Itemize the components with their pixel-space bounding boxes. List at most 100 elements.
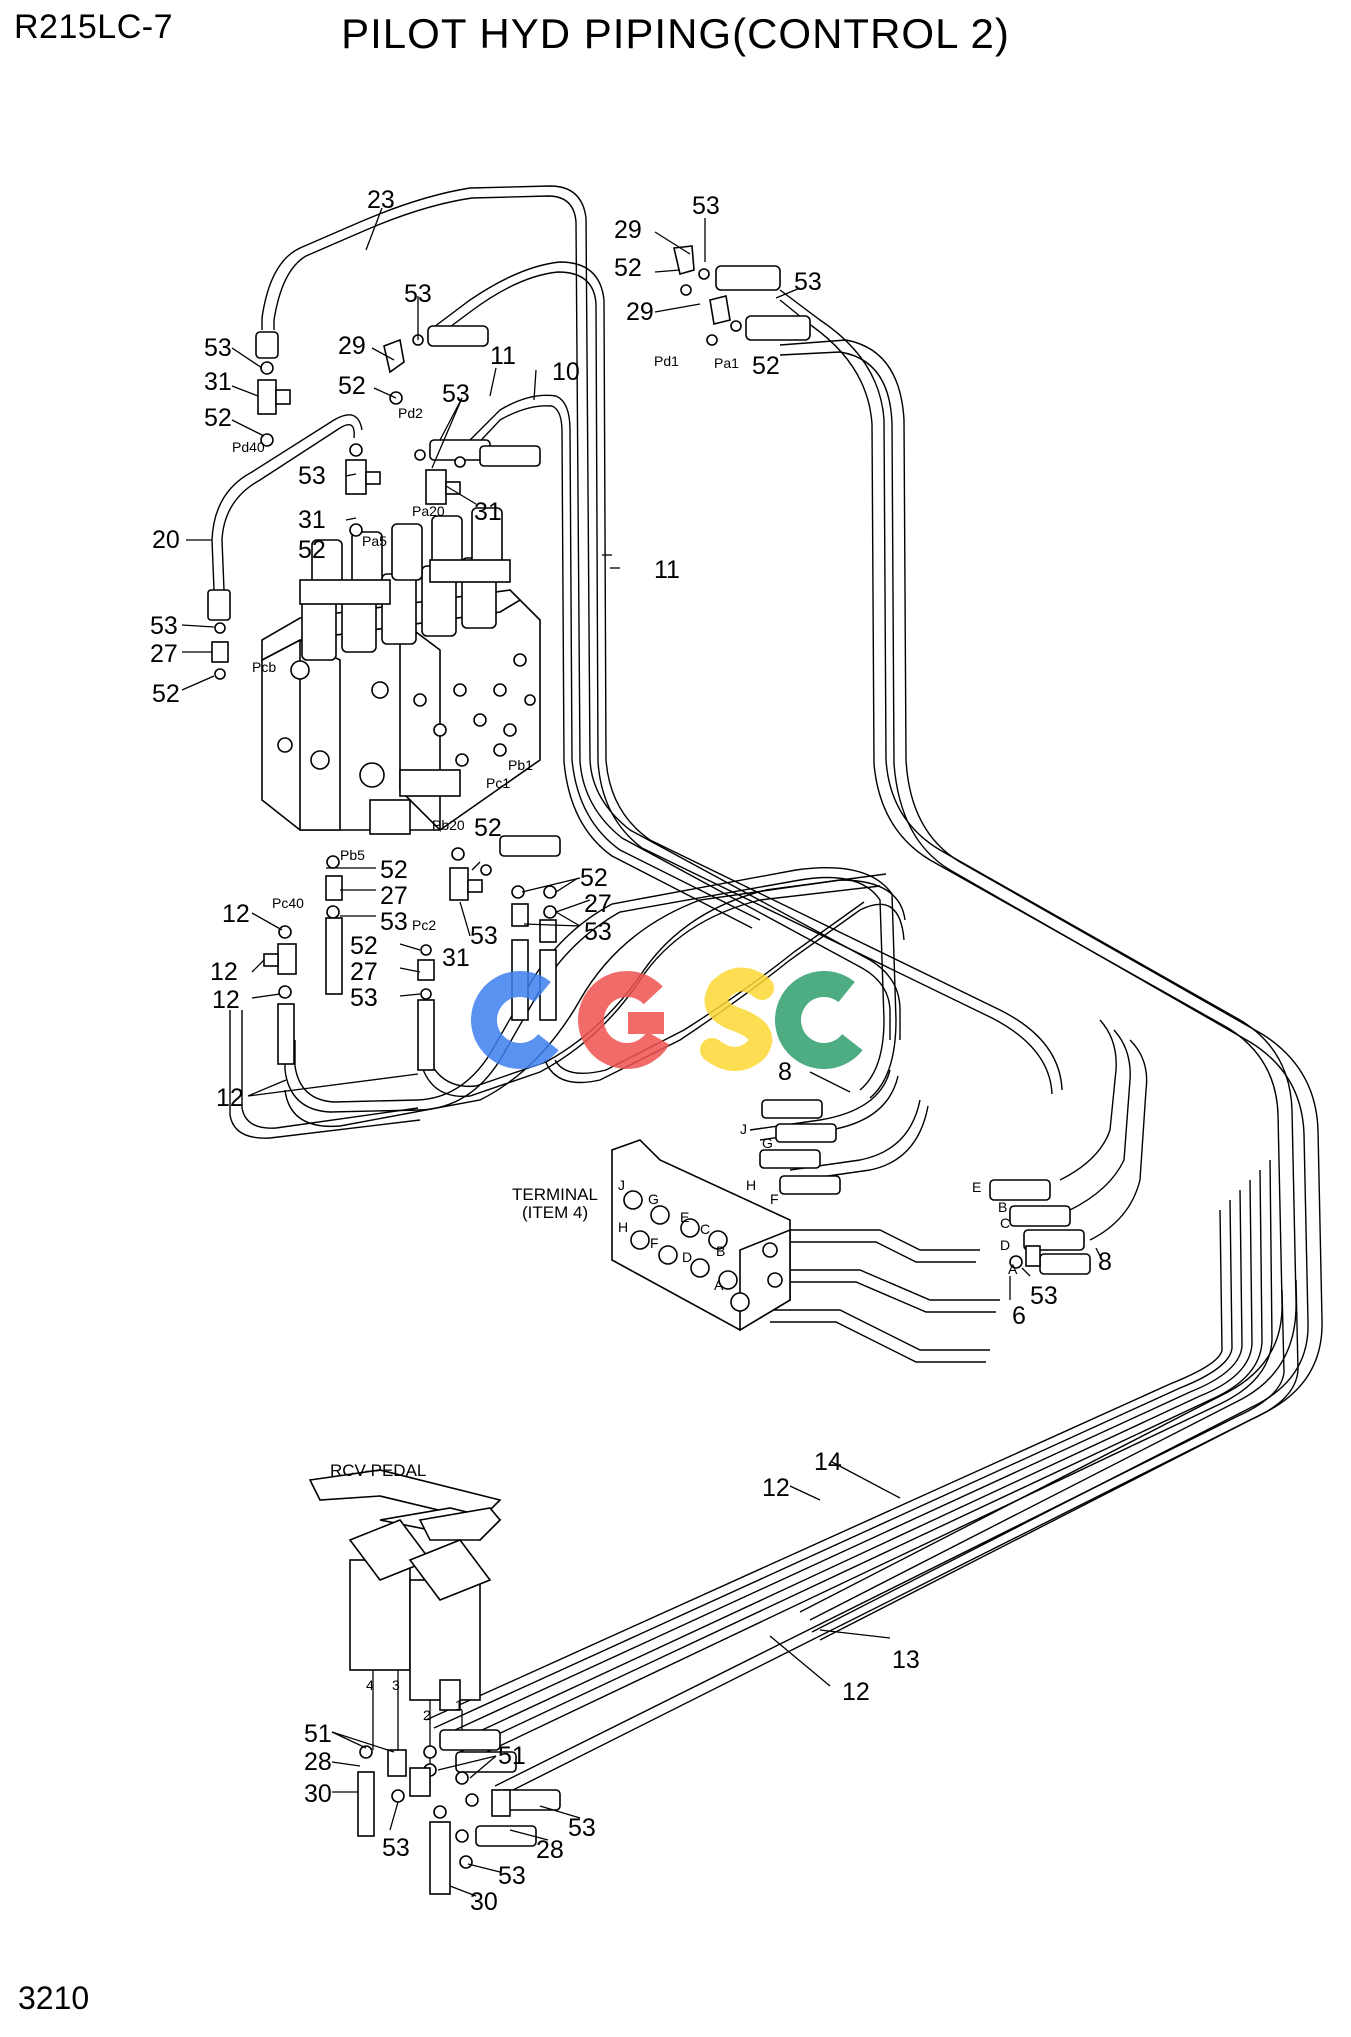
terminal-port-b: B xyxy=(998,1199,1007,1215)
callout-52-pb20: 52 xyxy=(474,814,502,842)
callout-53-top: 53 xyxy=(692,192,720,220)
callout-53-pedal-bottom: 53 xyxy=(498,1862,526,1890)
callout-53-center: 53 xyxy=(404,280,432,308)
terminal-face-f: F xyxy=(650,1235,659,1251)
pedal-port-labels: 1 2 3 4 xyxy=(366,1677,463,1723)
port-label-pb1: Pb1 xyxy=(508,757,533,773)
part-callouts: 23 29 53 52 29 53 53 52 53 31 29 52 11 1… xyxy=(150,186,1112,1916)
pedal-port-1: 1 xyxy=(455,1697,463,1713)
callout-52-pc1: 52 xyxy=(580,864,608,892)
callout-53-valve-left: 53 xyxy=(150,612,178,640)
callout-27-pc2: 27 xyxy=(350,958,378,986)
terminal-block xyxy=(611,1139,791,1332)
callout-11-side: 11 xyxy=(654,556,680,584)
terminal-item-label: (ITEM 4) xyxy=(522,1203,588,1222)
callout-20: 20 xyxy=(152,526,180,554)
terminal-port-labels: J G H E F D B A C J G H E F D B A C xyxy=(618,1121,1018,1293)
port-label-pd2: Pd2 xyxy=(398,405,423,421)
port-label-pd1: Pd1 xyxy=(654,353,679,369)
callout-53-pc1: 53 xyxy=(584,918,612,946)
callout-29-second: 29 xyxy=(626,298,654,326)
callout-51-left: 51 xyxy=(304,1720,332,1748)
callout-30-left: 30 xyxy=(304,1780,332,1808)
callout-27-valve-left: 27 xyxy=(150,640,178,668)
terminal-port-h: H xyxy=(746,1177,756,1193)
callout-14: 14 xyxy=(814,1448,842,1476)
port-label-pd40: Pd40 xyxy=(232,439,265,455)
port-label-pc1: Pc1 xyxy=(486,775,510,791)
callout-29-top: 29 xyxy=(614,216,642,244)
terminal-face-g: G xyxy=(648,1191,659,1207)
leader-lines xyxy=(181,207,1101,1897)
callout-23: 23 xyxy=(367,186,395,214)
callout-12-pc40: 12 xyxy=(222,900,250,928)
watermark-letter-s xyxy=(700,967,774,1071)
terminal-face-j: J xyxy=(618,1177,625,1193)
callout-31-pb20: 31 xyxy=(442,944,470,972)
pedal-port-4: 4 xyxy=(366,1677,374,1693)
port-label-pcb: Pcb xyxy=(252,659,276,675)
callout-52-left-mid: 52 xyxy=(338,372,366,400)
callout-12-long-upper: 12 xyxy=(762,1474,790,1502)
terminal-port-g: G xyxy=(762,1135,773,1151)
callout-53-mid: 53 xyxy=(298,462,326,490)
callout-12-lower: 12 xyxy=(212,986,240,1014)
port-label-pc40: Pc40 xyxy=(272,895,304,911)
watermark-letter-c2 xyxy=(775,971,873,1069)
callout-12-loop: 12 xyxy=(216,1084,244,1112)
terminal-label: TERMINAL xyxy=(512,1185,598,1204)
callout-52-right: 52 xyxy=(752,352,780,380)
callout-13: 13 xyxy=(892,1646,920,1674)
callout-29-left: 29 xyxy=(338,332,366,360)
terminal-port-j: J xyxy=(740,1121,747,1137)
callout-31-mid: 31 xyxy=(298,506,326,534)
terminal-face-b: B xyxy=(716,1243,725,1259)
callout-28-left: 28 xyxy=(304,1748,332,1776)
hose-bundle-middle xyxy=(229,867,1148,1363)
callout-52-left: 52 xyxy=(204,404,232,432)
terminal-face-a: A xyxy=(714,1277,724,1293)
callout-6: 6 xyxy=(1012,1302,1026,1330)
assembly-labels: TERMINAL (ITEM 4) RCV-PEDAL xyxy=(330,1185,598,1480)
callout-27-pc1: 27 xyxy=(584,890,612,918)
port-label-pa5: Pa5 xyxy=(362,533,387,549)
callout-28-right: 28 xyxy=(536,1836,564,1864)
terminal-port-f: F xyxy=(770,1191,779,1207)
rcv-pedal xyxy=(308,1469,502,1790)
pedal-port-2: 2 xyxy=(423,1707,431,1723)
callout-53-center-2: 53 xyxy=(442,380,470,408)
terminal-port-d: D xyxy=(1000,1237,1010,1253)
terminal-face-d: D xyxy=(682,1249,692,1265)
callout-53-pedal-left: 53 xyxy=(382,1834,410,1862)
port-label-pc2: Pc2 xyxy=(412,917,436,933)
callout-31-left: 31 xyxy=(204,368,232,396)
callout-8-left: 8 xyxy=(778,1058,792,1086)
main-control-valve xyxy=(261,507,541,835)
spool-caps xyxy=(299,507,511,661)
hose-bundle-upper xyxy=(261,185,1323,1795)
port-labels: Pd1 Pa1 Pd2 Pd40 Pa20 Pa5 Pcb Pc1 Pb1 Pb… xyxy=(232,353,739,933)
callout-53-pb20: 53 xyxy=(470,922,498,950)
terminal-face-c: C xyxy=(700,1221,710,1237)
callout-53-right: 53 xyxy=(794,268,822,296)
valve-ports xyxy=(277,653,536,835)
terminal-face-e: E xyxy=(680,1209,689,1225)
port-label-pb20: Pb20 xyxy=(432,817,465,833)
callout-27-pb5: 27 xyxy=(380,882,408,910)
page-title: PILOT HYD PIPING(CONTROL 2) xyxy=(341,10,1010,57)
port-label-pa20: Pa20 xyxy=(412,503,445,519)
callout-11-top: 11 xyxy=(490,342,516,370)
terminal-port-e: E xyxy=(972,1179,981,1195)
callout-30-right: 30 xyxy=(470,1888,498,1916)
callout-51-right: 51 xyxy=(498,1742,526,1770)
callout-53-terminal: 53 xyxy=(1030,1282,1058,1310)
pedal-port-3: 3 xyxy=(392,1677,400,1693)
callout-12-tee: 12 xyxy=(210,958,238,986)
watermark xyxy=(471,967,873,1071)
port-label-pa1: Pa1 xyxy=(714,355,739,371)
model-number: R215LC-7 xyxy=(14,8,173,46)
callout-52-top: 52 xyxy=(614,254,642,282)
page-number: 3210 xyxy=(18,1980,90,2016)
